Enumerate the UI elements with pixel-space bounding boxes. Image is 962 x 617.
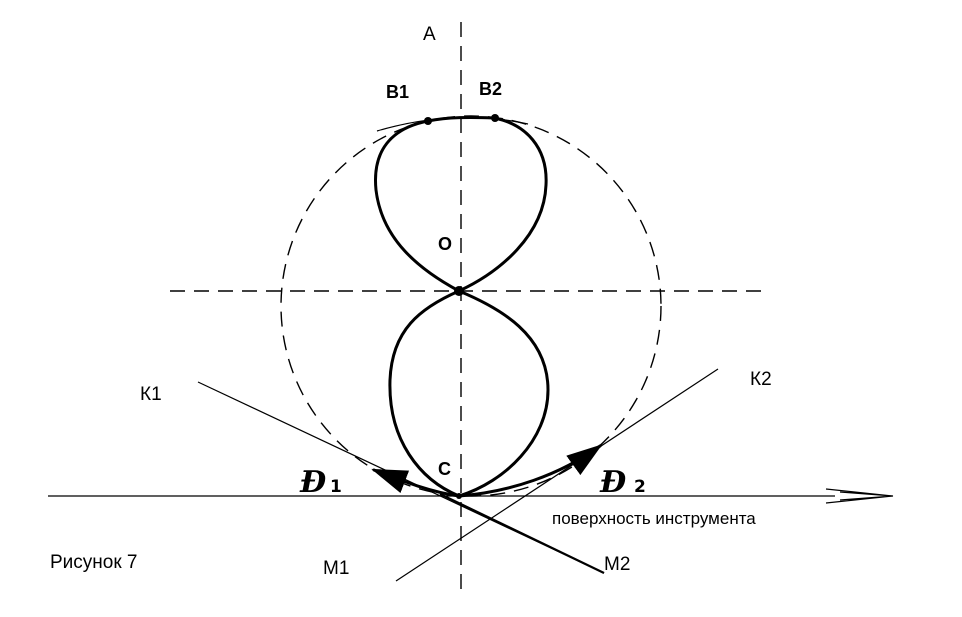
- line-m1-k2: [395, 368, 719, 582]
- label-a: A: [423, 24, 436, 45]
- label-k2: К2: [750, 369, 772, 390]
- label-b1: B1: [386, 82, 409, 102]
- label-b2: B2: [479, 79, 502, 99]
- trajectory-d2: [457, 444, 603, 498]
- line-k1-m2-thick: [439, 493, 605, 574]
- point-o: [454, 286, 464, 296]
- label-surface: поверхность инструмента: [552, 509, 756, 528]
- point-c: [456, 493, 462, 499]
- figure-caption: Рисунок 7: [50, 552, 138, 573]
- label-m2: М2: [604, 554, 630, 575]
- figure-eight-curve: [373, 115, 550, 498]
- surface-arrow: [825, 488, 894, 504]
- label-d1-sub: 1: [330, 477, 342, 497]
- label-c: С: [438, 459, 451, 479]
- point-b1: [424, 117, 432, 125]
- trajectory-d1: [371, 468, 461, 498]
- dashed-circle: [280, 115, 662, 497]
- label-k1: К1: [140, 384, 162, 405]
- label-o: O: [438, 234, 452, 254]
- label-d2-sub: 2: [634, 477, 646, 497]
- label-d2: Ð: [599, 465, 626, 500]
- label-m1: М1: [323, 558, 349, 579]
- point-b2: [491, 114, 499, 122]
- label-d1: Ð: [299, 465, 326, 500]
